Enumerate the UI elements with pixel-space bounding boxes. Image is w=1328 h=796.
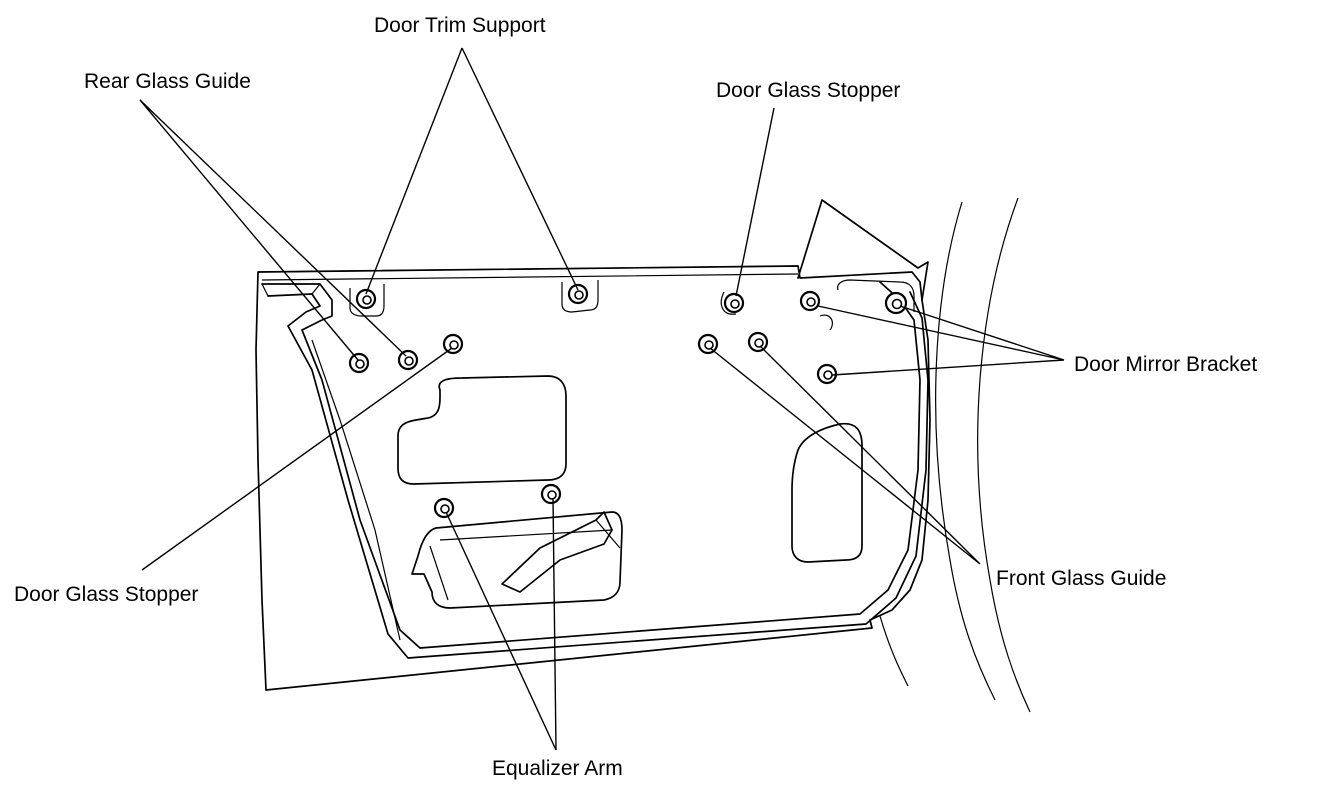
body-pillar-lines <box>879 197 1031 713</box>
mirror-clip <box>819 314 833 331</box>
label-door-glass-stopper-lower: Door Glass Stopper <box>14 583 198 606</box>
bolt-equalizer-arm-1 <box>433 497 455 519</box>
label-rear-glass-guide: Rear Glass Guide <box>84 70 251 93</box>
bolt-front-glass-guide-2 <box>747 331 769 353</box>
mirror-recess <box>837 279 915 312</box>
bolt-rear-glass-guide-1 <box>348 352 370 374</box>
bolt-trim-support-right <box>567 283 589 305</box>
label-door-glass-stopper-upper: Door Glass Stopper <box>716 79 900 102</box>
mirror-triangle-mount <box>797 199 929 301</box>
label-front-glass-guide: Front Glass Guide <box>996 567 1166 590</box>
labels: Door Trim Support Rear Glass Guide Door … <box>14 14 1257 780</box>
leader-lines <box>139 47 1065 751</box>
door-outer-panel <box>255 265 931 691</box>
bolt-door-mirror-2 <box>884 291 908 315</box>
label-equalizer-arm: Equalizer Arm <box>492 757 623 780</box>
service-hole-right <box>791 422 863 563</box>
trim-support-tab-right <box>561 280 599 313</box>
bolt-door-mirror-3 <box>816 363 838 385</box>
door-inner-frame <box>261 281 929 659</box>
bolt-rear-glass-guide-2 <box>397 349 419 371</box>
bolt-trim-support-left <box>355 288 377 310</box>
bolts <box>348 283 908 519</box>
bolt-door-glass-stopper-upper <box>723 292 745 314</box>
trim-support-tab-left <box>349 284 385 317</box>
label-door-mirror-bracket: Door Mirror Bracket <box>1074 353 1257 376</box>
stopper-clip-upper <box>720 291 737 315</box>
label-door-trim-support: Door Trim Support <box>374 14 546 37</box>
bolt-front-glass-guide-1 <box>697 333 719 355</box>
bolt-door-glass-stopper-lower <box>442 333 464 355</box>
bolt-door-mirror-1 <box>799 290 821 312</box>
service-hole-upper <box>397 375 567 485</box>
regulator-opening <box>411 511 623 609</box>
bolt-equalizer-arm-2 <box>540 483 562 505</box>
